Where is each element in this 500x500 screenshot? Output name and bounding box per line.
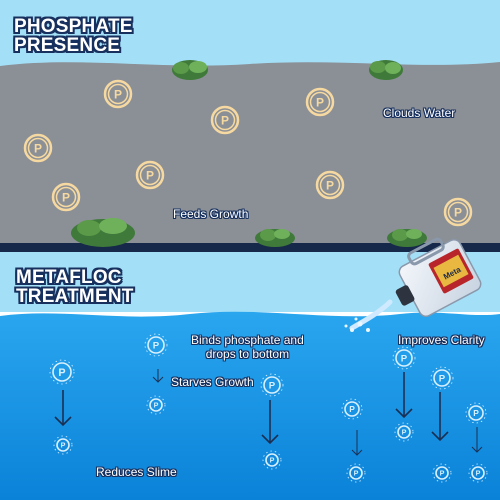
svg-text:P: P <box>154 401 159 410</box>
clouds-water-label: Clouds Water <box>383 106 456 120</box>
svg-text:P: P <box>62 191 70 205</box>
svg-text:P: P <box>153 341 160 352</box>
svg-text:P: P <box>61 441 66 450</box>
svg-text:P: P <box>349 404 355 414</box>
title-line: PHOSPHATE <box>14 16 133 37</box>
phosphate-particle-icon: P <box>103 79 133 109</box>
metafloc-treatment-title: METAFLOC TREATMENT <box>16 268 134 306</box>
phosphate-particle-icon: P <box>210 105 240 135</box>
svg-text:P: P <box>439 374 446 385</box>
svg-text:P: P <box>402 428 407 437</box>
phosphate-particle-icon: P <box>430 366 454 390</box>
phosphate-particle-icon: P <box>51 182 81 212</box>
svg-text:P: P <box>34 142 42 156</box>
metafloc-bottle: Meta <box>395 237 482 317</box>
pour-splash <box>344 317 370 332</box>
phosphate-particle-icon: P <box>432 463 452 483</box>
downward-arrow-icon <box>395 372 413 419</box>
svg-text:P: P <box>58 367 65 379</box>
downward-arrow-icon <box>152 369 164 383</box>
phosphate-particle-icon: P <box>315 170 345 200</box>
phosphate-particle-icon: P <box>23 133 53 163</box>
improves-clarity-label: Improves Clarity <box>398 333 485 347</box>
svg-text:P: P <box>476 469 481 478</box>
binds-line: Binds phosphate and <box>191 333 304 347</box>
svg-text:P: P <box>146 169 154 183</box>
phosphate-particle-icon: P <box>465 402 487 424</box>
svg-text:P: P <box>401 354 408 365</box>
phosphate-particle-icon: P <box>346 463 366 483</box>
phosphate-particle-icon: P <box>468 463 488 483</box>
feeds-growth-label: Feeds Growth <box>173 207 249 221</box>
downward-arrow-icon <box>54 390 72 427</box>
title-line: TREATMENT <box>16 286 134 307</box>
reduces-slime-label: Reduces Slime <box>96 465 177 479</box>
phosphate-particle-icon: P <box>49 359 75 385</box>
phosphate-particle-icon: P <box>341 398 363 420</box>
algae-clump <box>172 60 208 80</box>
murky-water <box>0 62 500 245</box>
svg-text:P: P <box>440 469 445 478</box>
svg-text:P: P <box>269 381 276 392</box>
phosphate-particle-icon: P <box>135 160 165 190</box>
title-line: PRESENCE <box>14 35 121 56</box>
algae-clump <box>255 229 295 247</box>
phosphate-particle-icon: P <box>443 197 473 227</box>
algae-clump <box>71 218 135 247</box>
svg-text:P: P <box>354 469 359 478</box>
phosphate-particle-icon: P <box>262 450 282 470</box>
section-divider <box>0 243 500 252</box>
title-line: METAFLOC <box>16 267 122 288</box>
phosphate-presence-title: PHOSPHATE PRESENCE <box>14 17 133 55</box>
binds-phosphate-label: Binds phosphate and drops to bottom <box>191 333 304 361</box>
svg-text:P: P <box>316 96 324 110</box>
phosphate-particle-icon: P <box>394 422 414 442</box>
svg-text:P: P <box>326 179 334 193</box>
svg-text:P: P <box>114 88 122 102</box>
downward-arrow-icon <box>431 392 449 442</box>
downward-arrow-icon <box>261 400 279 445</box>
algae-clump <box>387 229 427 247</box>
binds-line: drops to bottom <box>205 347 290 361</box>
phosphate-particle-icon: P <box>260 373 284 397</box>
phosphate-particle-icon: P <box>392 346 416 370</box>
algae-clump <box>369 60 403 80</box>
phosphate-particle-icon: P <box>53 435 73 455</box>
phosphate-particle-icon: P <box>305 87 335 117</box>
downward-arrow-icon <box>351 430 363 456</box>
starves-growth-label: Starves Growth <box>171 375 254 389</box>
pour-stream <box>349 299 393 331</box>
downward-arrow-icon <box>471 427 483 453</box>
phosphate-particle-icon: P <box>146 395 166 415</box>
svg-text:P: P <box>473 408 479 418</box>
svg-text:P: P <box>270 456 275 465</box>
phosphate-particle-icon: P <box>144 333 168 357</box>
clear-water <box>0 311 500 500</box>
svg-text:P: P <box>454 206 462 220</box>
svg-text:P: P <box>221 114 229 128</box>
